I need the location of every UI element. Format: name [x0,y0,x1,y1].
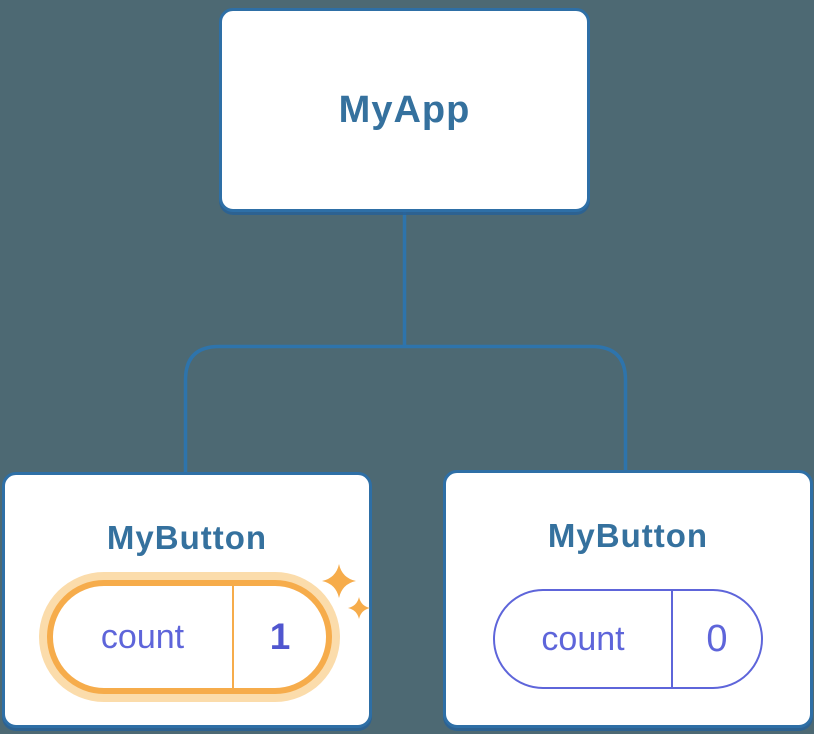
state-value: 1 [269,616,291,657]
state-value-section: 0 [673,591,761,687]
child-component-label: MyButton [106,519,268,556]
state-pill-divider [232,586,234,688]
child-component-card-left: MyButton count 1 [2,472,372,728]
connector-branch [183,344,628,473]
state-pill-normal: count 0 [493,589,763,689]
child-component-card-right: MyButton count 0 [443,470,813,728]
state-value-section: 1 [234,586,326,688]
state-pill-divider [671,591,673,687]
state-name-section: count [53,586,232,688]
state-name-label: count [100,617,185,656]
state-value: 0 [706,617,728,660]
state-pill-highlighted: count 1 [47,580,332,694]
child-component-label: MyButton [547,517,709,554]
root-component-card: MyApp [219,8,590,212]
state-name-section: count [495,591,671,687]
state-name-label: count [541,619,625,658]
root-component-label: MyApp [338,88,471,131]
